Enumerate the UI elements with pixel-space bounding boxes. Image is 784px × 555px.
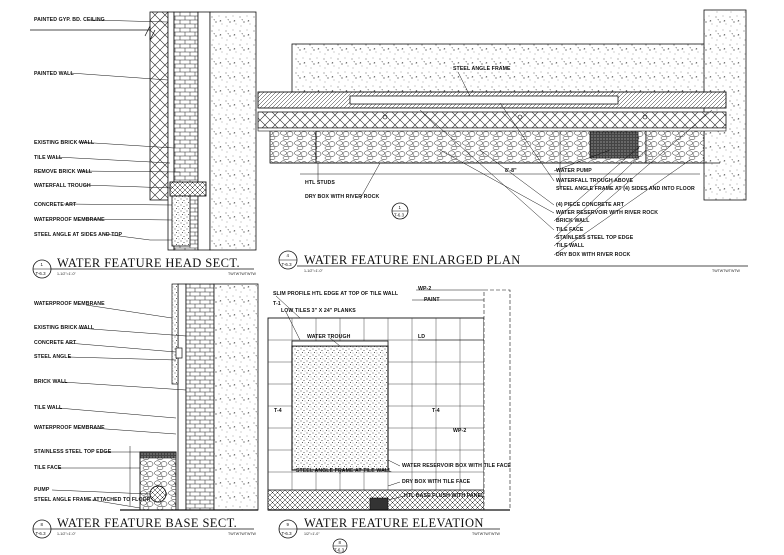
plan-label-htl-studs: HTL STUDS [305, 180, 335, 186]
head-label-concrete-art: CONCRETE ART [34, 202, 77, 208]
elev-callout-number: 8 [339, 540, 342, 545]
head-title: WATER FEATURE HEAD SECT. [57, 256, 240, 270]
elev-tag-t4-right: T-4 [432, 408, 440, 414]
plan-label-dry-box-2: DRY BOX WITH RIVER ROCK [556, 252, 631, 258]
base-stamp: TWTWTWTWTW [228, 532, 257, 536]
plan-label-pump: WATER PUMP [556, 168, 592, 174]
base-label-steel-frame: STEEL ANGLE FRAME ATTACHED TO FLOOR [34, 497, 151, 503]
plan-label-brick-wall: BRICK WALL [556, 218, 590, 224]
base-scale: 1-1/2"=1'-0" [57, 532, 76, 536]
head-sheet-number: T-6.3 [36, 271, 47, 276]
plan-label-reservoir: WATER RESERVOIR WITH RIVER ROCK [556, 210, 658, 216]
head-section-leaders [55, 19, 181, 241]
elev-label-base-flush: HTL BASE FLUSH WITH PANEL [404, 493, 485, 499]
elev-callout-sheet: T-6.3 [334, 548, 345, 553]
plan-label-dry-box: DRY BOX WITH RIVER ROCK [305, 194, 380, 200]
base-section-leaders [51, 304, 187, 509]
head-label-ceiling: PAINTED GYP. BD. CEILING [34, 17, 105, 23]
elevation-title-block: 9 T-6.3 WATER FEATURE ELEVATION 1/2"=1'-… [278, 516, 501, 554]
elev-label-reservoir: WATER RESERVOIR BOX WITH TILE FACE [402, 463, 511, 469]
base-label-tile-face: TILE FACE [34, 465, 62, 471]
base-label-steel-angle: STEEL ANGLE [34, 354, 72, 360]
plan-label-steel-4-sides: STEEL ANGLE FRAME AT (4) SIDES AND INTO … [556, 186, 695, 192]
head-label-remove-brick: REMOVE BRICK WALL [34, 169, 93, 175]
base-sheet-number: T-6.3 [36, 531, 47, 536]
elev-title: WATER FEATURE ELEVATION [304, 516, 484, 530]
enlarged-plan-leaders [317, 71, 713, 256]
plan-detail-number: 4 [287, 253, 290, 258]
head-stamp: TWTWTWTWTW [228, 272, 257, 276]
head-label-existing-brick: EXISTING BRICK WALL [34, 140, 95, 146]
plan-scale: 1-1/2"=1'-0" [304, 269, 323, 273]
base-label-concrete-art: CONCRETE ART [34, 340, 77, 346]
base-label-membrane-2: WATERPROOF MEMBRANE [34, 425, 105, 431]
plan-callout-sheet: T-6.3 [394, 213, 405, 218]
base-section-detail: WATERPROOF MEMBRANE EXISTING BRICK WALL … [32, 283, 259, 539]
elev-tag-wp2-top: WP-2 [418, 286, 431, 292]
head-section-detail: PAINTED GYP. BD. CEILING PAINTED WALL EX… [30, 11, 257, 279]
elev-sheet-number: T-6.3 [282, 531, 293, 536]
head-label-steel-angle: STEEL ANGLE AT SIDES AND TOP [34, 232, 123, 238]
head-detail-number: 1 [41, 262, 44, 267]
base-title-block: 8 T-6.3 WATER FEATURE BASE SECT. 1-1/2"=… [32, 516, 257, 539]
elev-stamp: TWTWTWTWTW [472, 532, 501, 536]
elev-tag-wp2-mid: WP-2 [453, 428, 466, 434]
elevation-detail: SLIM PROFILE HTL EDGE AT TOP OF TILE WAL… [267, 286, 511, 554]
elev-label-water-trough: WATER TROUGH [307, 334, 351, 340]
base-title: WATER FEATURE BASE SECT. [57, 516, 237, 530]
head-label-tile-wall: TILE WALL [34, 155, 63, 161]
head-label-painted-wall: PAINTED WALL [34, 71, 74, 77]
plan-label-concrete-art: (4) PIECE CONCRETE ART [556, 202, 625, 208]
plan-stamp: TWTWTWTWTW [712, 269, 741, 273]
plan-callout-number: 1 [399, 205, 402, 210]
elev-scale: 1/2"=1'-0" [304, 532, 320, 536]
elev-label-steel-angle: STEEL ANGLE FRAME AT TILE WALL [296, 468, 392, 474]
elev-label-paint: PAINT [424, 297, 440, 303]
elevation-leaders [275, 289, 484, 501]
plan-dimension: 8'-8" [505, 168, 517, 174]
base-label-membrane: WATERPROOF MEMBRANE [34, 301, 105, 307]
plan-label-steel-frame: STEEL ANGLE FRAME [453, 66, 511, 72]
plan-title-block: 4 T-6.3 WATER FEATURE ENLARGED PLAN 1-1/… [278, 250, 748, 273]
head-scale: 1-1/2"=1'-0" [57, 272, 76, 276]
base-label-existing-brick: EXISTING BRICK WALL [34, 325, 95, 331]
elev-label-ld: LD [418, 334, 425, 340]
enlarged-plan-detail: 8'-8" STEEL ANGLE FRAME HTL STUDS DRY BO… [257, 9, 748, 273]
plan-label-tile-wall: TILE WALL [556, 243, 585, 249]
base-label-tile-wall: TILE WALL [34, 405, 63, 411]
plan-label-ss-edge: STAINLESS STEEL TOP EDGE [556, 235, 634, 241]
plan-label-tile-face: TILE FACE [556, 227, 584, 233]
plan-title: WATER FEATURE ENLARGED PLAN [304, 253, 521, 267]
head-title-block: 1 T-6.3 WATER FEATURE HEAD SECT. 1-1/2"=… [32, 256, 257, 279]
plan-sheet-number: T-6.3 [282, 262, 293, 267]
base-label-ss-edge: STAINLESS STEEL TOP EDGE [34, 449, 112, 455]
elev-label-slim-profile: SLIM PROFILE HTL EDGE AT TOP OF TILE WAL… [273, 291, 399, 297]
elev-detail-number: 9 [287, 522, 290, 527]
base-label-brick-wall: BRICK WALL [34, 379, 68, 385]
elev-label-low-tiles: LOW TILES 3" X 24" PLANKS [281, 308, 356, 314]
elev-tag-t4-left: T-4 [274, 408, 282, 414]
elev-tag-t1: T-1 [273, 301, 281, 307]
head-label-membrane: WATERPROOF MEMBRANE [34, 217, 105, 223]
base-detail-number: 8 [41, 522, 44, 527]
head-label-trough: WATERFALL TROUGH [34, 183, 91, 189]
base-label-pump: PUMP [34, 487, 50, 493]
elev-label-dry-box: DRY BOX WITH TILE FACE [402, 479, 471, 485]
plan-label-trough-above: WATERFALL TROUGH ABOVE [556, 178, 633, 184]
